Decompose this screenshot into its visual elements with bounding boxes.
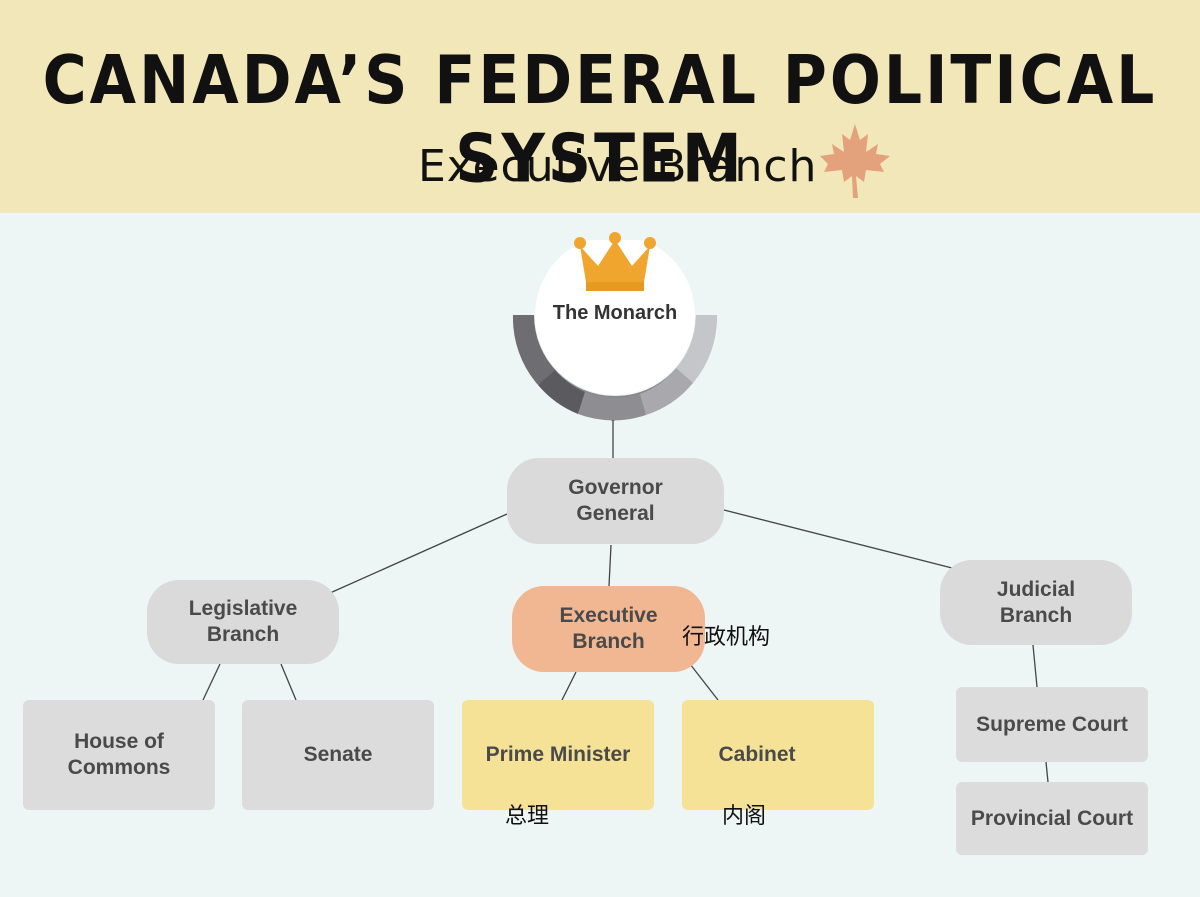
maple-leaf-icon: [820, 124, 890, 198]
supreme-court-label: Supreme Court: [976, 712, 1128, 736]
cabinet-node: Cabinet: [682, 700, 874, 810]
provincial-court-node: Provincial Court: [956, 782, 1148, 855]
governor-general-label: Governor General: [568, 476, 663, 525]
monarch-emblem: [512, 240, 718, 421]
judicial-branch-node: Judicial Branch: [940, 560, 1132, 645]
page-title: CANADA’S FEDERAL POLITICAL SYSTEM: [42, 41, 1158, 199]
cabinet-label: Cabinet: [718, 743, 796, 766]
house-of-commons-node: House of Commons: [23, 700, 215, 810]
house-of-commons-label: House of Commons: [67, 730, 171, 779]
crown-icon: [574, 232, 656, 291]
supreme-court-node: Supreme Court: [956, 687, 1148, 762]
legislative-branch-label: Legislative Branch: [188, 597, 298, 646]
header-banner: CANADA’S FEDERAL POLITICAL SYSTEM Execut…: [0, 0, 1200, 213]
executive-branch-label: Executive Branch: [559, 604, 658, 653]
page-subtitle: Executive Branch: [418, 141, 818, 192]
legislative-branch-node: Legislative Branch: [147, 580, 339, 664]
provincial-court-label: Provincial Court: [970, 806, 1134, 830]
prime-minister-label: Prime Minister: [485, 743, 631, 766]
executive-branch-node: Executive Branch: [512, 586, 705, 672]
judicial-branch-label: Judicial Branch: [996, 577, 1076, 627]
senate-label: Senate: [303, 743, 373, 766]
governor-general-node: Governor General: [507, 458, 724, 544]
senate-node: Senate: [242, 700, 434, 810]
prime-minister-cn-annotation: 总理: [505, 804, 550, 829]
prime-minister-node: Prime Minister: [462, 700, 654, 810]
executive-cn-annotation: 行政机构: [682, 625, 771, 650]
monarch-label: The Monarch: [552, 302, 678, 324]
cabinet-cn-annotation: 内阁: [722, 804, 767, 829]
